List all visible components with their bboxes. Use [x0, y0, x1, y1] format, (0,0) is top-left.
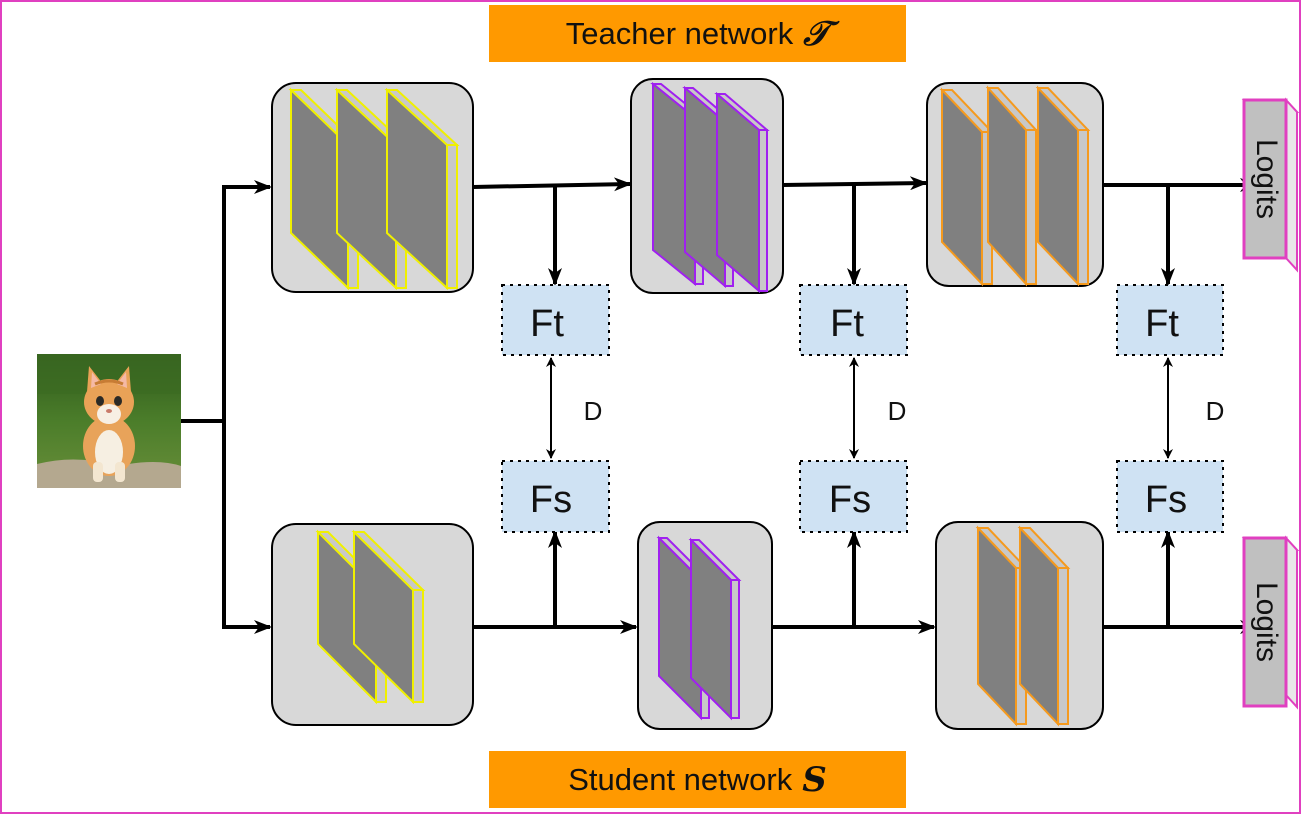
- student-stage-1-block: [271, 523, 474, 726]
- teacher-network-symbol: 𝒯: [803, 13, 830, 54]
- teacher-feature-label-2: Ft: [830, 303, 864, 345]
- teacher-feature-label-3: Ft: [1145, 303, 1179, 345]
- teacher-stage-2-block: [630, 78, 784, 294]
- teacher-stage-1-block: [271, 82, 474, 293]
- student-stage-3-layers: [975, 525, 1071, 727]
- student-stage-2-block: [637, 521, 773, 730]
- input-connector: [181, 180, 272, 634]
- student-stage-2-layers: [656, 535, 742, 721]
- input-kitten-image: [37, 354, 181, 488]
- distance-label-1: D: [584, 396, 603, 426]
- teacher-stage-2-layers: [650, 81, 770, 294]
- teacher-stage-1-layers: [288, 87, 460, 291]
- feature-boxes: [501, 284, 1224, 533]
- feature-tap-arrows: [548, 185, 1175, 627]
- student-network-banner: Student network S: [489, 751, 906, 808]
- student-feature-label-3: Fs: [1145, 479, 1187, 521]
- teacher-logits-box: Logits: [1241, 97, 1300, 273]
- teacher-logits-label: Logits: [1250, 139, 1283, 219]
- teacher-network-title: Teacher network: [565, 15, 794, 51]
- teacher-stage-3-layers: [939, 85, 1091, 287]
- student-stage-3-block: [935, 521, 1104, 730]
- distance-label-3: D: [1206, 396, 1225, 426]
- student-network-symbol: S: [802, 759, 827, 800]
- student-logits-box: Logits: [1241, 535, 1300, 710]
- distance-label-2: D: [888, 396, 907, 426]
- teacher-network-banner: Teacher network 𝒯: [489, 5, 906, 62]
- student-stage-1-layers: [315, 529, 426, 705]
- teacher-flow-arrows: [472, 176, 1258, 192]
- student-feature-label-1: Fs: [530, 479, 572, 521]
- student-feature-label-2: Fs: [829, 479, 871, 521]
- student-network-title: Student network: [568, 761, 793, 797]
- teacher-feature-label-1: Ft: [530, 303, 564, 345]
- student-logits-label: Logits: [1250, 582, 1283, 662]
- teacher-stage-3-block: [926, 82, 1104, 287]
- distance-arrows: [546, 357, 1173, 459]
